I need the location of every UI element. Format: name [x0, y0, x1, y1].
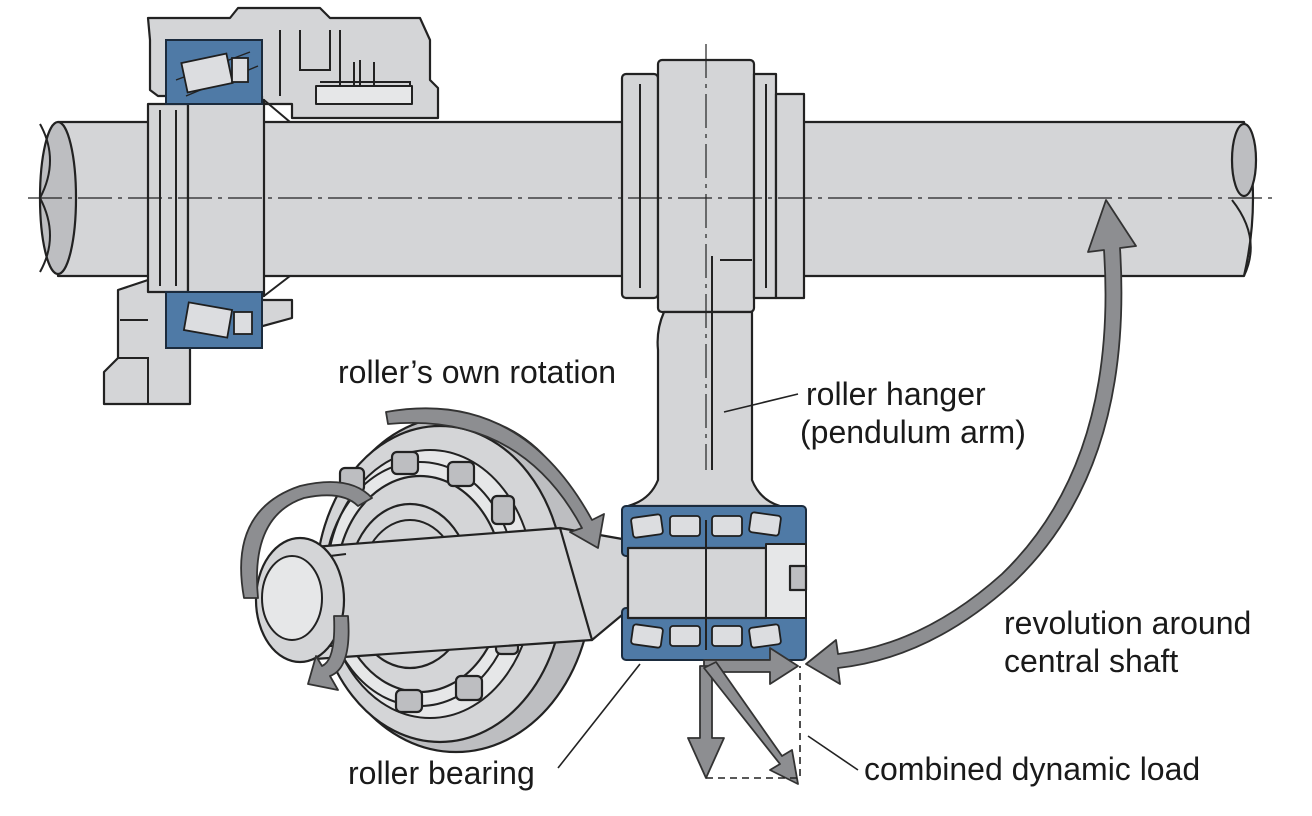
label-pendulum-arm: (pendulum arm): [800, 414, 1026, 450]
label-roller-hanger: roller hanger: [806, 376, 986, 412]
center-lines: [28, 44, 1276, 470]
left-bearing-top: [165, 39, 263, 105]
pendulum-arm: [626, 256, 782, 508]
revolution-arrow: [805, 199, 1137, 685]
bearing-rollers-bottom: [630, 623, 782, 649]
leader-lines: [557, 393, 859, 771]
label-central-shaft: central shaft: [1004, 643, 1178, 679]
hanger-hub: [620, 58, 806, 314]
label-roller-bearing: roller bearing: [348, 755, 535, 791]
label-roller-own-rotation: roller’s own rotation: [338, 354, 616, 390]
roller-rotation-arrow: [385, 407, 605, 549]
bearing-rollers-top: [630, 511, 782, 539]
label-revolution-around: revolution around: [1004, 605, 1251, 641]
axle-rotation-arrow: [240, 481, 373, 691]
label-combined-dynamic-load: combined dynamic load: [864, 751, 1200, 787]
roller-axle: [254, 526, 630, 664]
left-bearing-bottom: [165, 291, 263, 349]
load-arrows: [687, 647, 801, 785]
